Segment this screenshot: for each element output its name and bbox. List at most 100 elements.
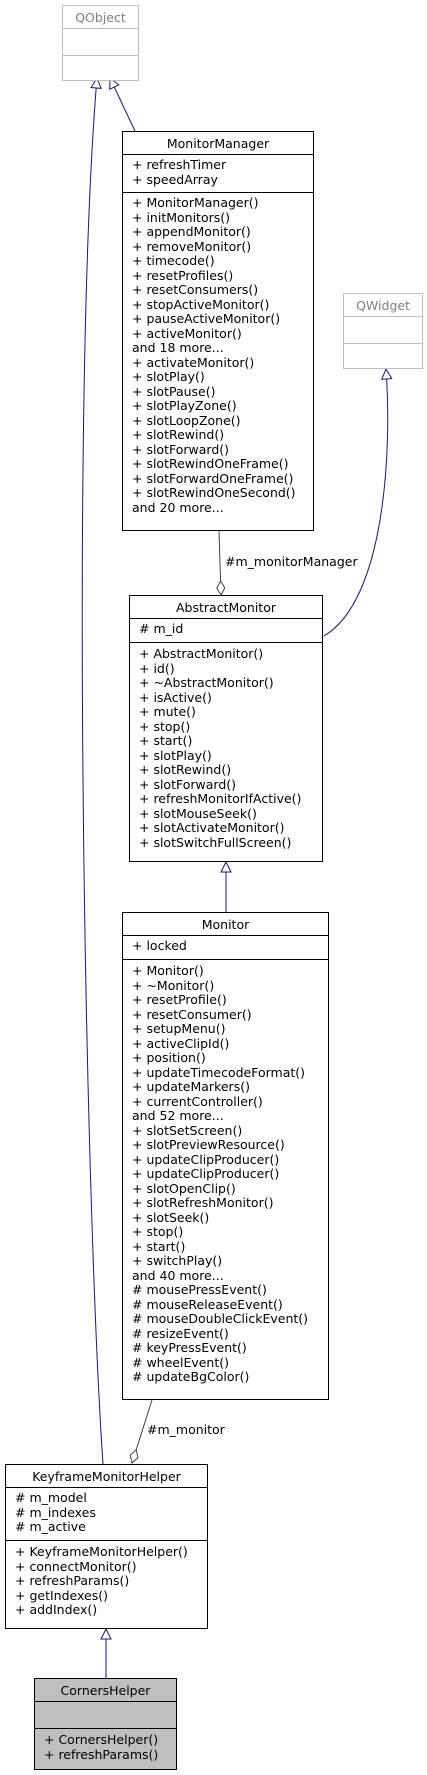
method-item: # updateBgColor() xyxy=(132,1369,250,1384)
method-item: + slotPlayZone() xyxy=(132,398,237,413)
methods-section: + Monitor() + ~Monitor() + resetProfile(… xyxy=(123,959,328,1388)
class-abstract-monitor[interactable]: AbstractMonitor # m_id + AbstractMonitor… xyxy=(129,595,323,862)
method-item: + refreshMonitorIfActive() xyxy=(139,791,302,806)
class-title: MonitorManager xyxy=(166,136,270,151)
method-item: + slotRewind() xyxy=(132,427,225,442)
method-item: + CornersHelper() xyxy=(44,1732,159,1747)
method-item: + resetProfile() xyxy=(132,992,227,1007)
method-item: + timecode() xyxy=(132,253,215,268)
more-methods-note: and 18 more... xyxy=(132,340,224,355)
edge-label-monitor-manager: #m_monitorManager xyxy=(225,554,358,569)
method-item: + slotOpenClip() xyxy=(132,1180,236,1196)
method-item: + currentController() xyxy=(132,1093,263,1109)
attributes-section: # m_model # m_indexes # m_active xyxy=(6,1487,207,1540)
attribute-item: # m_active xyxy=(15,1519,86,1534)
method-item: + pauseActiveMonitor() xyxy=(132,311,281,326)
method-item: + slotForward() xyxy=(139,776,237,792)
method-item: + resetConsumers() xyxy=(132,282,259,297)
method-item: + activateMonitor() xyxy=(132,354,255,370)
method-item: + slotRewindOneSecond() xyxy=(132,485,296,500)
method-item: + slotPlay() xyxy=(139,747,212,763)
method-item: + refreshParams() xyxy=(15,1573,130,1588)
edge-keyframe-helper-to-qobject xyxy=(81,78,104,1465)
method-item: + resetProfiles() xyxy=(132,267,234,283)
method-item: + slotSetScreen() xyxy=(132,1122,243,1138)
attributes-section: # m_id xyxy=(130,618,322,642)
method-item: + slotForwardOneFrame() xyxy=(132,470,294,486)
method-item: + slotForward() xyxy=(132,441,230,457)
method-item: + ~AbstractMonitor() xyxy=(139,675,274,690)
class-title: AbstractMonitor xyxy=(176,600,276,615)
method-item: + updateTimecodeFormat() xyxy=(132,1064,306,1080)
method-item: + stopActiveMonitor() xyxy=(132,296,270,312)
method-item: + activeClipId() xyxy=(132,1035,230,1051)
method-item: # keyPressEvent() xyxy=(132,1340,247,1355)
class-title: CornersHelper xyxy=(60,1683,151,1698)
method-item: + slotPause() xyxy=(132,383,216,399)
methods-section: + AbstractMonitor() + id() + ~AbstractMo… xyxy=(130,642,322,853)
method-item: + AbstractMonitor() xyxy=(139,646,264,661)
class-title: QObject xyxy=(75,10,126,25)
attribute-item: + speedArray xyxy=(132,171,218,187)
method-item: + appendMonitor() xyxy=(132,224,251,239)
method-item: + slotActivateMonitor() xyxy=(139,820,285,835)
more-methods-note: and 20 more... xyxy=(132,499,224,515)
methods-section xyxy=(63,55,138,82)
method-item: + mute() xyxy=(139,704,196,719)
method-item: + slotPreviewResource() xyxy=(132,1137,285,1152)
attributes-section xyxy=(35,1701,176,1728)
edge-monitor-manager-to-qobject xyxy=(110,78,136,132)
method-item: + MonitorManager() xyxy=(132,195,259,210)
methods-section: + KeyframeMonitorHelper() + connectMonit… xyxy=(6,1540,207,1621)
method-item: + Monitor() xyxy=(132,963,204,978)
method-item: + connectMonitor() xyxy=(15,1558,137,1574)
method-item: + isActive() xyxy=(139,689,212,705)
attribute-item: # m_model xyxy=(15,1490,87,1505)
class-qwidget[interactable]: QWidget xyxy=(343,293,423,369)
method-item: + slotMouseSeek() xyxy=(139,805,257,821)
method-item: + stop() xyxy=(132,1224,184,1239)
method-item: + slotRefreshMonitor() xyxy=(132,1195,274,1210)
method-item: + activeMonitor() xyxy=(132,325,242,341)
method-item: + setupMenu() xyxy=(132,1021,226,1036)
class-monitor-manager[interactable]: MonitorManager + refreshTimer + speedArr… xyxy=(122,131,314,531)
class-corners-helper[interactable]: CornersHelper + CornersHelper() + refres… xyxy=(34,1678,177,1770)
method-item: + removeMonitor() xyxy=(132,238,252,254)
attribute-item: + locked xyxy=(132,938,187,953)
method-item: # resizeEvent() xyxy=(132,1325,229,1341)
edge-monitor-to-keyframe-helper xyxy=(129,1399,153,1464)
method-item: + KeyframeMonitorHelper() xyxy=(15,1544,188,1559)
method-item: + slotSwitchFullScreen() xyxy=(139,834,292,850)
method-item: + slotRewind() xyxy=(139,762,232,777)
class-keyframe-monitor-helper[interactable]: KeyframeMonitorHelper # m_model # m_inde… xyxy=(5,1464,208,1629)
method-item: + position() xyxy=(132,1050,206,1065)
attributes-section xyxy=(344,316,422,343)
method-item: + refreshParams() xyxy=(44,1746,159,1762)
method-item: + slotLoopZone() xyxy=(132,412,241,428)
methods-section: + MonitorManager() + initMonitors() + ap… xyxy=(123,192,313,518)
attributes-section: + locked xyxy=(123,935,328,959)
attributes-section xyxy=(63,28,138,55)
method-item: # mouseReleaseEvent() xyxy=(132,1296,283,1312)
methods-section xyxy=(344,343,422,370)
method-item: + addIndex() xyxy=(15,1602,98,1617)
method-item: + slotPlay() xyxy=(132,369,205,384)
method-item: + ~Monitor() xyxy=(132,977,215,993)
class-title: KeyframeMonitorHelper xyxy=(32,1469,181,1484)
method-item: + resetConsumer() xyxy=(132,1006,252,1022)
more-methods-note: and 40 more... xyxy=(132,1267,224,1283)
class-qobject[interactable]: QObject xyxy=(62,5,139,81)
attribute-item: # m_indexes xyxy=(15,1504,96,1520)
method-item: # mousePressEvent() xyxy=(132,1282,267,1297)
method-item: + stop() xyxy=(139,718,191,734)
edge-label-monitor: #m_monitor xyxy=(147,1422,225,1437)
method-item: + slotSeek() xyxy=(132,1209,210,1225)
attribute-item: # m_id xyxy=(139,621,184,636)
method-item: + updateClipProducer() xyxy=(132,1166,280,1181)
method-item: + updateMarkers() xyxy=(132,1079,250,1094)
method-item: + initMonitors() xyxy=(132,209,230,225)
method-item: + start() xyxy=(139,733,193,748)
class-monitor[interactable]: Monitor + locked + Monitor() + ~Monitor(… xyxy=(122,912,329,1400)
method-item: + slotRewindOneFrame() xyxy=(132,456,289,471)
method-item: + updateClipProducer() xyxy=(132,1151,280,1167)
